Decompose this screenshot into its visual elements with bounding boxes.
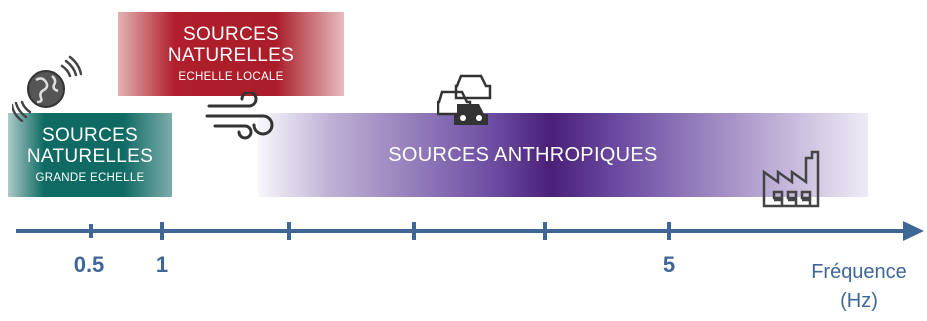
wind-icon xyxy=(205,92,274,140)
axis-title: Fréquence (Hz) xyxy=(794,258,924,316)
axis-title-line2: (Hz) xyxy=(840,290,878,312)
axis-title-line1: Fréquence xyxy=(811,261,907,283)
band-natural-global: SOURCES NATURELLES GRANDE ECHELLE xyxy=(8,113,172,197)
band-natural-local-line1: SOURCES xyxy=(182,23,280,45)
cars-icon xyxy=(437,74,492,125)
band-natural-global-sub: GRANDE ECHELLE xyxy=(35,171,145,184)
tick-label-5: 5 xyxy=(662,252,676,277)
factory-icon xyxy=(762,150,820,208)
band-natural-global-line1: SOURCES xyxy=(41,124,139,146)
band-natural-local-sub: ECHELLE LOCALE xyxy=(178,70,284,83)
band-natural-global-line2: NATURELLES xyxy=(26,145,154,167)
band-anthropic-label: SOURCES ANTHROPIQUES xyxy=(388,143,658,166)
tick-label-0-5: 0.5 xyxy=(73,252,105,277)
band-natural-local-line2: NATURELLES xyxy=(167,44,295,66)
band-anthropic: SOURCES ANTHROPIQUES xyxy=(258,113,868,197)
axis-arrowhead xyxy=(903,221,924,241)
globe-vibration-icon xyxy=(12,55,82,122)
band-natural-local: SOURCES NATURELLES ECHELLE LOCALE xyxy=(118,12,344,96)
tick-label-1: 1 xyxy=(155,252,169,277)
